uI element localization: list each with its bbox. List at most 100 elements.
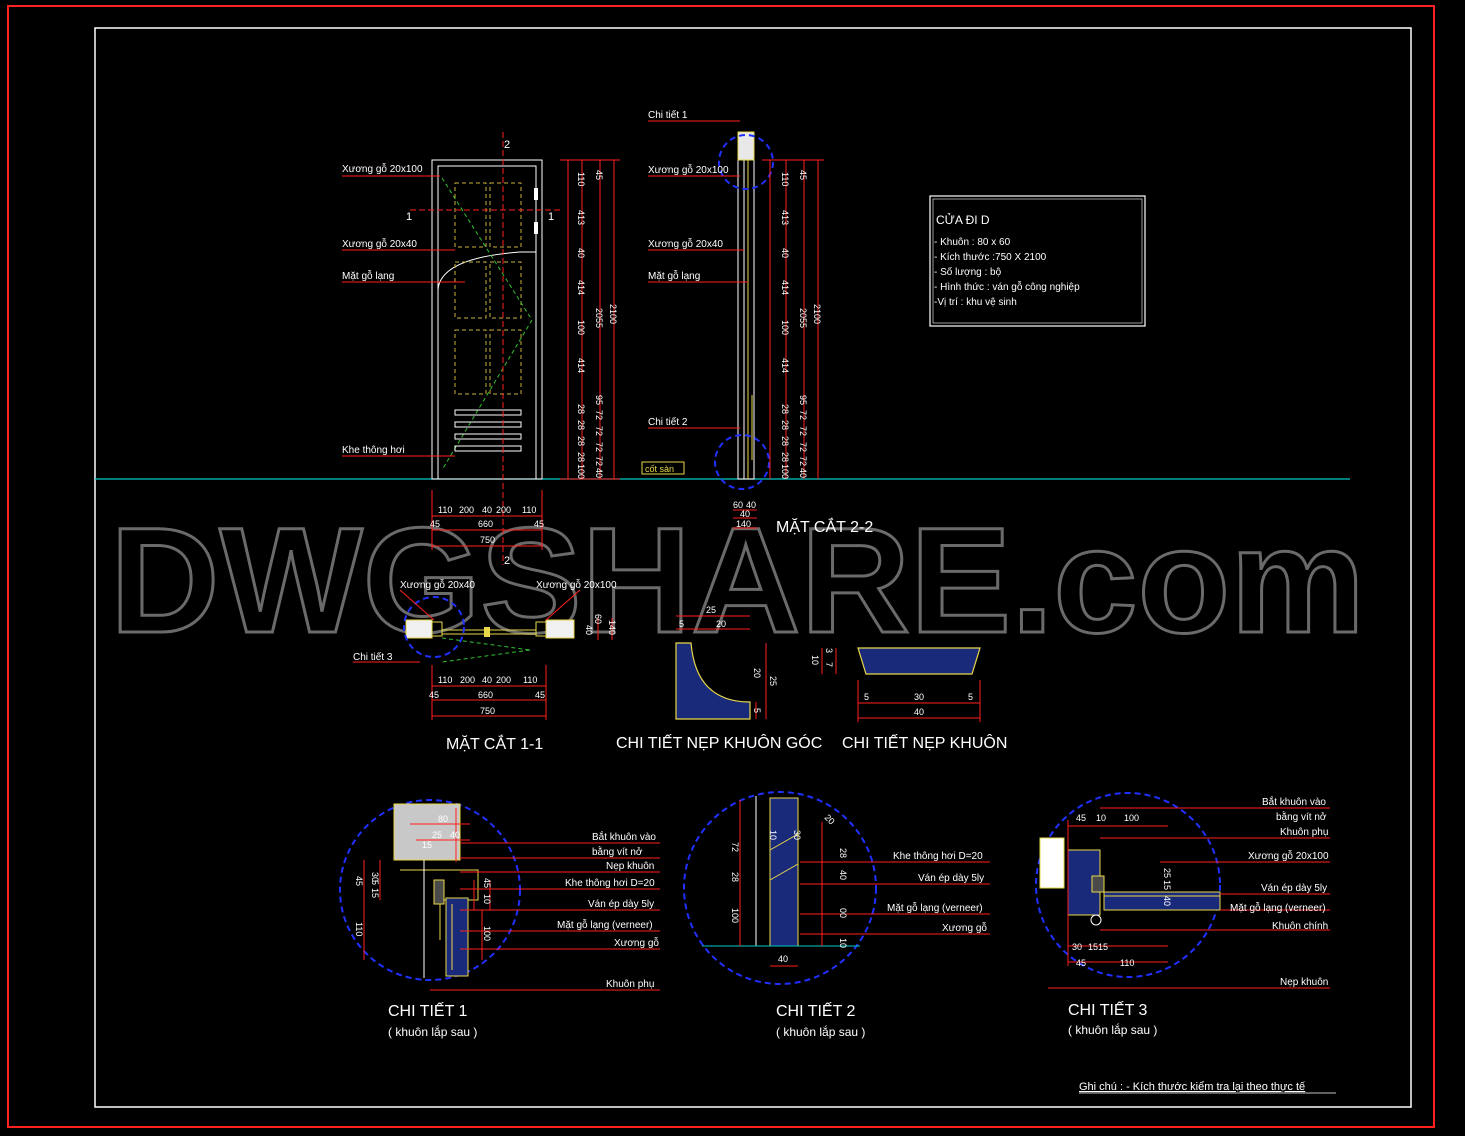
label: Ván ép dày 5ly xyxy=(918,873,984,884)
detail-2: Khe thông hơi D=20 Ván ép dày 5ly Mặt gỗ… xyxy=(683,791,990,1039)
dimension: 28 xyxy=(780,404,790,414)
dimension: 28 xyxy=(576,404,586,414)
dimension: 2100 xyxy=(812,304,822,324)
label: Xương gỗ 20x100 xyxy=(342,162,423,175)
dimension: 40 xyxy=(450,830,460,840)
detail-3: Bắt khuôn vào bằng vít nở Khuôn phụ Xươn… xyxy=(1035,792,1330,1037)
dimension: 72 xyxy=(730,842,740,852)
label: Mặt gỗ lạng xyxy=(648,269,700,282)
dimension: 72 xyxy=(798,426,808,436)
dimension: 40 xyxy=(798,468,808,478)
dimension: 100 xyxy=(576,320,586,335)
dimension: 30 xyxy=(370,872,380,882)
detail-title: CHI TIẾT 1 xyxy=(388,1001,468,1020)
label: Ván ép dày 5ly xyxy=(1261,883,1327,894)
label: Chi tiết 3 xyxy=(353,651,393,663)
dimension: 25 xyxy=(768,676,778,686)
dimension: 45 xyxy=(482,878,492,888)
section-1-1: Xương gỗ 20x40 Xương gỗ 20x100 Chi tiết … xyxy=(353,578,617,753)
dimension: 45 xyxy=(594,170,604,180)
detail-subtitle: ( khuôn lắp sau ) xyxy=(776,1024,865,1039)
dimension: 40 xyxy=(1162,896,1172,906)
floor-level-label: cốt sàn xyxy=(645,464,674,474)
section-title: MẶT CẮT 2-2 xyxy=(776,517,873,536)
dimension: 25 xyxy=(706,605,716,615)
dimension: 72 xyxy=(594,426,604,436)
label: Xương gỗ 20x40 xyxy=(648,237,723,250)
dimension: 28 xyxy=(780,420,790,430)
dimension: 15 xyxy=(370,888,380,898)
label: Khuôn phụ xyxy=(606,979,654,990)
dimension: 10 xyxy=(482,894,492,904)
dimension: 30 xyxy=(792,830,802,840)
dimension: 414 xyxy=(576,280,586,295)
dimension: 28 xyxy=(576,452,586,462)
dimension: 40 xyxy=(780,248,790,258)
label: Xương gỗ xyxy=(614,936,659,949)
dimension: 200 xyxy=(460,675,475,685)
dimension: 40 xyxy=(746,500,756,510)
legend-line: - Số lượng : bộ xyxy=(934,266,1002,278)
dimension: 40 xyxy=(482,675,492,685)
label: bằng vít nở xyxy=(592,845,643,858)
detail-1: Bắt khuôn vào bằng vít nở Nẹp khuôn Khe … xyxy=(339,799,660,1039)
label: Chi tiết 2 xyxy=(648,416,688,428)
dimension: 100 xyxy=(576,464,586,479)
dimension: 100 xyxy=(482,926,492,941)
dimension: 45 xyxy=(534,519,544,529)
dimension: 660 xyxy=(478,690,493,700)
dimension: 28 xyxy=(730,872,740,882)
dimension: 200 xyxy=(459,505,474,515)
detail-title: CHI TIẾT 2 xyxy=(776,1001,856,1020)
dimension: 30 xyxy=(914,692,924,702)
label: Khuôn phụ xyxy=(1280,827,1328,838)
dimension: 140 xyxy=(607,620,617,635)
dimension: 5 xyxy=(968,692,973,702)
dimension: 10 xyxy=(838,938,848,948)
dimension: 15 xyxy=(1088,942,1098,952)
dimension: 200 xyxy=(496,675,511,685)
outer-frame xyxy=(7,5,1435,1128)
dimension: 40 xyxy=(838,870,848,880)
detail-title: CHI TIẾT NẸP KHUÔN xyxy=(842,733,1007,752)
dimension: 110 xyxy=(354,922,364,936)
legend-box: CỬA ĐI D - Khuôn : 80 x 60 - Kích thước … xyxy=(929,195,1146,327)
dimension: 5 xyxy=(679,619,684,629)
section-mark: 1 xyxy=(548,211,554,223)
label: Khe thông hơi D=20 xyxy=(565,878,655,889)
dimension: 40 xyxy=(594,468,604,478)
watermark: DWGSHARE.com xyxy=(110,496,1365,664)
dimension: 110 xyxy=(438,505,452,515)
corner-trim-detail: 25 5 20 20 25 5 CHI TIẾT NẸP KHUÔN GÓC xyxy=(616,605,822,752)
legend-line: -Vị trí : khu vệ sinh xyxy=(934,297,1017,308)
dimension: 10 xyxy=(768,830,778,840)
dimension: 72 xyxy=(594,410,604,420)
dimension: 10 xyxy=(810,655,820,665)
dimension: 5 xyxy=(370,880,380,885)
dimension: 45 xyxy=(430,519,440,529)
dimension: 28 xyxy=(576,436,586,446)
door-elevation: 2 1 1 2 Xương gỗ 20x100 Xương gỗ 20x40 M… xyxy=(342,132,620,567)
section-mark: 2 xyxy=(504,555,510,567)
label: Mặt gỗ lạng (verneer) xyxy=(887,901,983,914)
dimension: 60 xyxy=(733,500,743,510)
dimension: 413 xyxy=(780,210,790,225)
dimension: 414 xyxy=(576,358,586,373)
section-mark: 1 xyxy=(406,211,412,223)
detail-subtitle: ( khuôn lắp sau ) xyxy=(388,1024,477,1039)
dimension: 413 xyxy=(576,210,586,225)
dimension: 72 xyxy=(798,442,808,452)
dimension: 40 xyxy=(576,248,586,258)
label: Chi tiết 1 xyxy=(648,109,688,121)
section-2-2: Chi tiết 1 Xương gỗ 20x100 Xương gỗ 20x4… xyxy=(641,109,873,536)
label: Bắt khuôn vào xyxy=(1262,795,1326,808)
dimension: 45 xyxy=(1076,958,1086,968)
dimension: 414 xyxy=(780,358,790,373)
section-mark: 2 xyxy=(504,139,510,151)
dimension: 100 xyxy=(780,320,790,335)
dimension: 2100 xyxy=(608,304,618,324)
label: Xương gỗ 20x100 xyxy=(1248,849,1329,862)
dimension: 414 xyxy=(780,280,790,295)
dimension: 2055 xyxy=(594,308,604,328)
dimension: 45 xyxy=(429,690,439,700)
